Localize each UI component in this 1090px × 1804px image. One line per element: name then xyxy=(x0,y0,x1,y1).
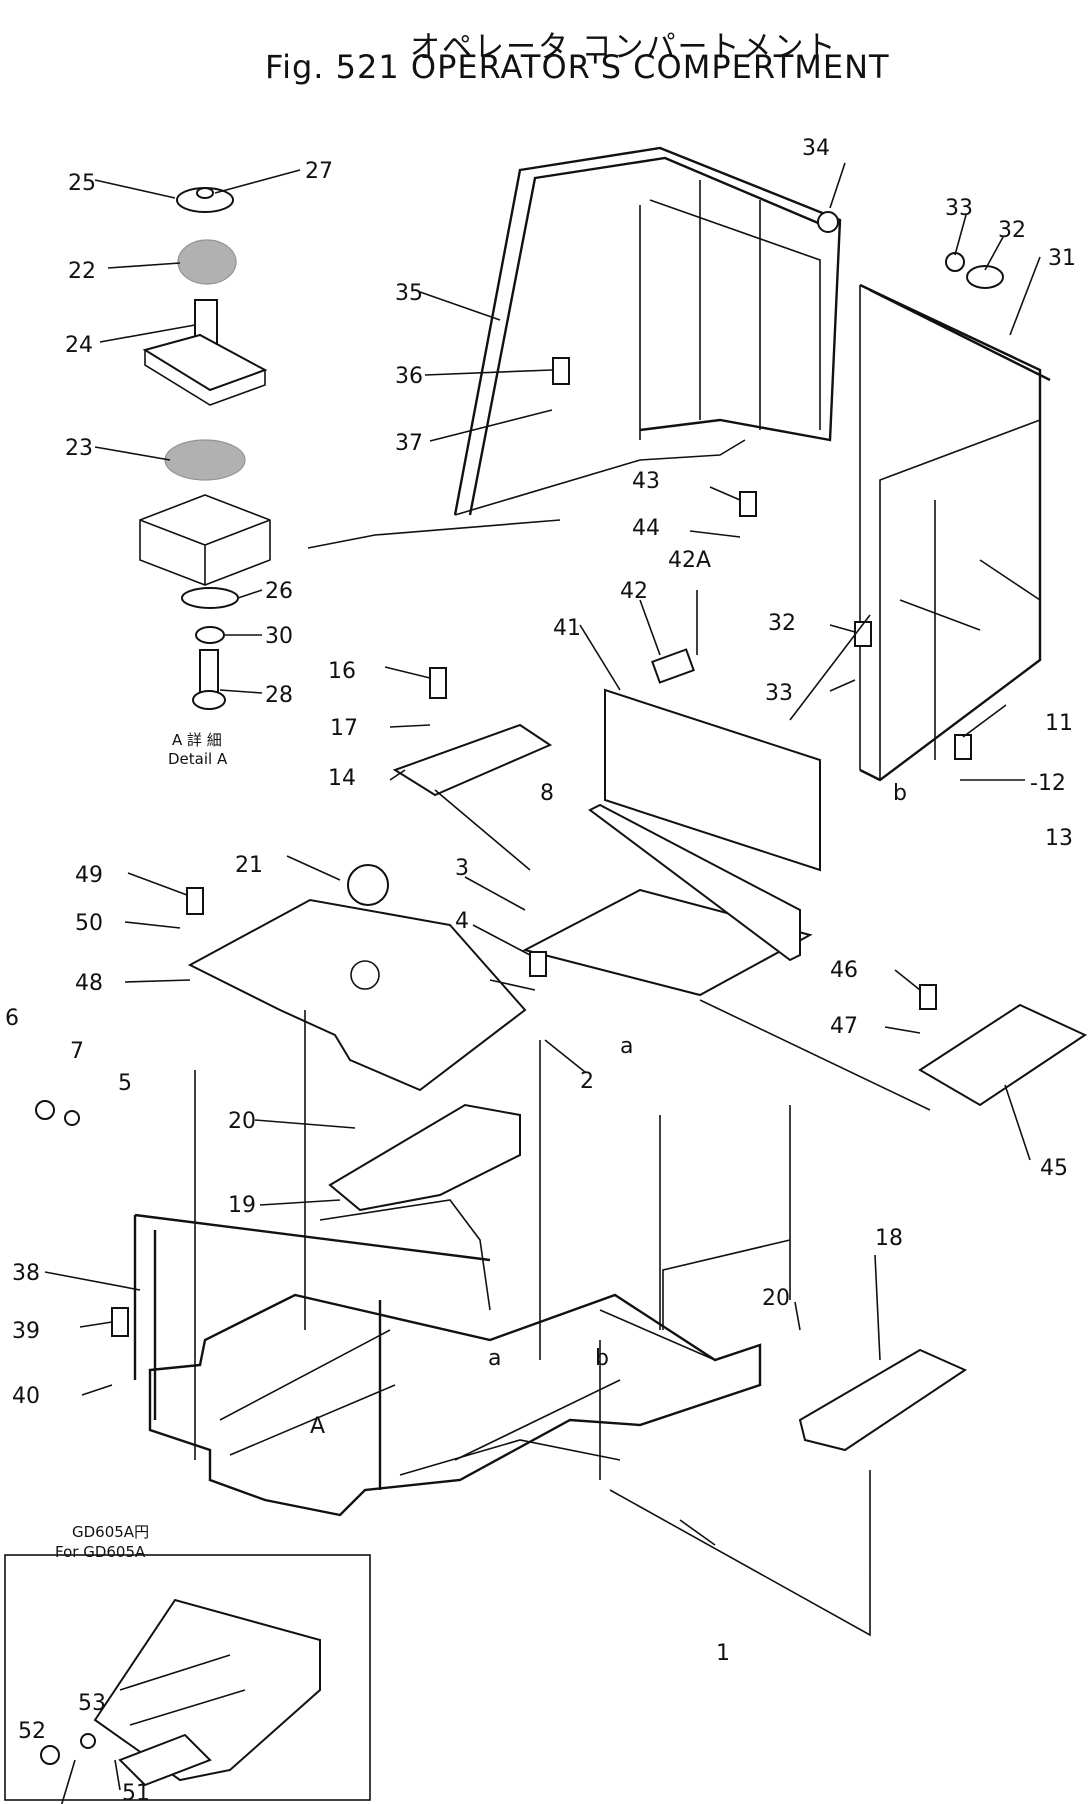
callout-7: 7 xyxy=(70,1039,84,1064)
callout-22: 22 xyxy=(68,259,96,284)
callout-49: 49 xyxy=(75,863,103,888)
cover-14 xyxy=(392,723,553,797)
callout-32b: 32 xyxy=(768,611,796,636)
cover-18 xyxy=(798,1348,968,1452)
callout-53: 53 xyxy=(78,1691,106,1716)
inset-frame xyxy=(4,1554,371,1801)
title-japanese: オペレータ コンパートメント xyxy=(410,30,838,65)
callout-20a: 20 xyxy=(228,1109,256,1134)
callout-31: 31 xyxy=(1048,246,1076,271)
callout-28: 28 xyxy=(265,683,293,708)
callout-27: 27 xyxy=(305,159,333,184)
callout-35: 35 xyxy=(395,281,423,306)
callout-44: 44 xyxy=(632,516,660,541)
inset-step-assembly xyxy=(93,1598,321,1787)
callout-18: 18 xyxy=(875,1226,903,1251)
callout-38: 38 xyxy=(12,1261,40,1286)
panel-41 xyxy=(604,688,821,872)
callout-41: 41 xyxy=(553,616,581,641)
callout-26: 26 xyxy=(265,579,293,604)
callout-47: 47 xyxy=(830,1014,858,1039)
callout-46: 46 xyxy=(830,958,858,983)
reference-detail-A: A xyxy=(310,1414,325,1439)
reference-b-1: b xyxy=(893,781,907,806)
callout-labels: 1 2 3 4 5 6 7 8 11 -12 13 14 16 17 18 19… xyxy=(5,136,1076,1804)
cover-45 xyxy=(918,1003,1088,1107)
callout-34: 34 xyxy=(802,136,830,161)
callout-12: -12 xyxy=(1030,771,1066,796)
rear-guard-frame xyxy=(453,146,842,516)
reference-b-2: b xyxy=(595,1346,609,1371)
callout-37: 37 xyxy=(395,431,423,456)
main-frame xyxy=(133,1199,762,1517)
callout-11: 11 xyxy=(1045,711,1073,736)
callout-13: 13 xyxy=(1045,826,1073,851)
callout-4: 4 xyxy=(455,909,469,934)
callout-14: 14 xyxy=(328,766,356,791)
callout-48: 48 xyxy=(75,971,103,996)
inset-label-line1: GD605A円 xyxy=(72,1523,149,1541)
callout-8: 8 xyxy=(540,781,554,806)
cover-19 xyxy=(328,1103,521,1212)
detail-a-label-en: Detail A xyxy=(168,750,228,768)
callout-42A: 42A xyxy=(668,548,711,573)
callout-3: 3 xyxy=(455,856,469,881)
callout-45: 45 xyxy=(1040,1156,1068,1181)
callout-51: 51 xyxy=(122,1781,150,1804)
callout-6: 6 xyxy=(5,1006,19,1031)
detail-a-label-jp: A 詳 細 xyxy=(172,731,222,749)
callout-19: 19 xyxy=(228,1193,256,1218)
callout-42: 42 xyxy=(620,579,648,604)
callout-32a: 32 xyxy=(998,218,1026,243)
figure-title: Fig. 521 OPERATOR'S COMPERTMENT xyxy=(265,48,890,86)
callout-36: 36 xyxy=(395,364,423,389)
callout-50: 50 xyxy=(75,911,103,936)
callout-1: 1 xyxy=(716,1641,730,1666)
callout-33b: 33 xyxy=(765,681,793,706)
callout-33a: 33 xyxy=(945,196,973,221)
floor-plate-48 xyxy=(187,864,527,1092)
reference-a-1: a xyxy=(620,1034,633,1059)
callout-30: 30 xyxy=(265,624,293,649)
mount-stack-detail-a xyxy=(139,187,271,710)
callout-40: 40 xyxy=(12,1384,40,1409)
floor-plate-8 xyxy=(522,803,813,997)
fasteners xyxy=(35,211,1004,1765)
callout-43: 43 xyxy=(632,469,660,494)
callout-52: 52 xyxy=(18,1719,46,1744)
callout-39: 39 xyxy=(12,1319,40,1344)
inset-label-line2: For GD605A xyxy=(55,1543,146,1561)
callout-2: 2 xyxy=(580,1069,594,1094)
callout-25: 25 xyxy=(68,171,96,196)
leader-lines xyxy=(44,162,1041,1804)
callout-16: 16 xyxy=(328,659,356,684)
callout-21: 21 xyxy=(235,853,263,878)
side-guard-frame xyxy=(859,283,1051,782)
callout-24: 24 xyxy=(65,333,93,358)
callout-5: 5 xyxy=(118,1071,132,1096)
callout-20b: 20 xyxy=(762,1286,790,1311)
callout-17: 17 xyxy=(330,716,358,741)
callout-23: 23 xyxy=(65,436,93,461)
reference-a-2: a xyxy=(488,1346,501,1371)
